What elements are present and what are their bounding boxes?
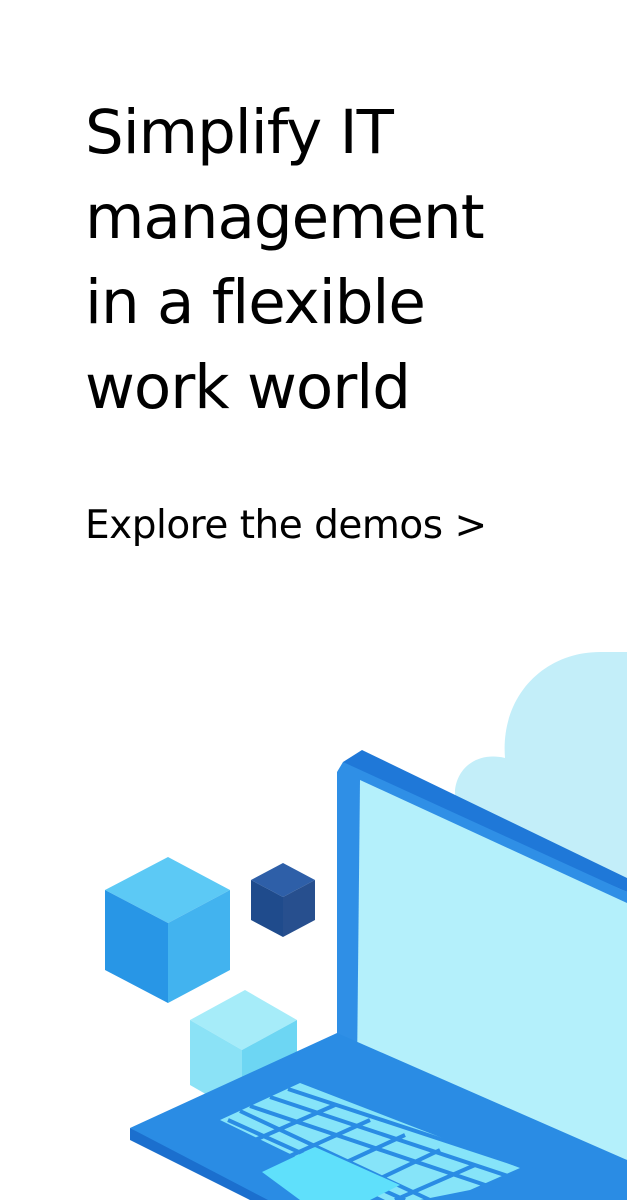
- laptop-icon: [130, 750, 627, 1200]
- laptop-cloud-illustration: [105, 652, 627, 1200]
- small-dark-cube-icon: [251, 863, 315, 937]
- headline-line-1: Simplify IT: [85, 97, 394, 168]
- headline-line-3: in a flexible: [85, 267, 426, 338]
- headline: Simplify IT management in a flexible wor…: [85, 90, 605, 430]
- cube-icon: [105, 857, 230, 1003]
- headline-line-4: work world: [85, 352, 411, 423]
- explore-demos-link[interactable]: Explore the demos >: [85, 503, 487, 548]
- headline-line-2: management: [85, 182, 485, 253]
